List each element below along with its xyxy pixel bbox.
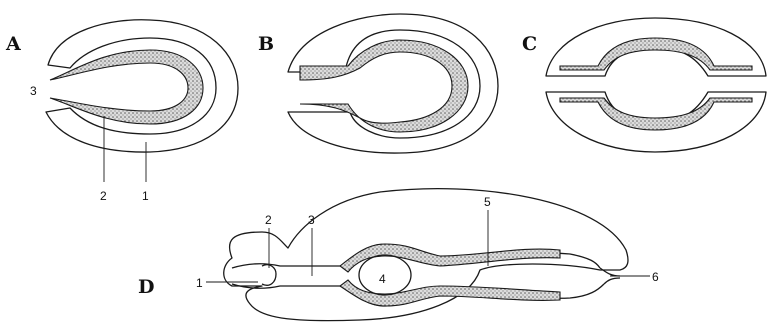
panel-d-label-3: 3 bbox=[308, 213, 315, 227]
panel-d-label-1: 1 bbox=[196, 276, 203, 290]
panel-d-label-5: 5 bbox=[484, 195, 491, 209]
panel-a: A 2 1 3 bbox=[5, 20, 238, 203]
panel-b-inner-coat bbox=[300, 40, 468, 132]
panel-a-inner-coat bbox=[50, 50, 203, 124]
panel-a-label-1: 1 bbox=[142, 189, 149, 203]
panel-d-upper-epithelium bbox=[340, 244, 560, 272]
panel-d-label-2: 2 bbox=[265, 213, 272, 227]
panel-d-letter: D bbox=[138, 276, 154, 298]
panel-d: D 1 2 3 4 5 6 bbox=[138, 189, 659, 321]
panel-c: C bbox=[522, 18, 766, 152]
panel-b: B bbox=[258, 14, 498, 153]
panel-c-lower-inner bbox=[560, 98, 752, 130]
panel-a-letter: A bbox=[5, 33, 21, 55]
panel-c-letter: C bbox=[522, 33, 537, 55]
panel-d-label-4: 4 bbox=[379, 272, 386, 286]
panel-a-label-2: 2 bbox=[100, 189, 107, 203]
panel-c-upper-inner bbox=[560, 38, 752, 70]
panel-b-letter: B bbox=[258, 33, 274, 55]
panel-a-label-3: 3 bbox=[30, 84, 37, 98]
panel-a-outer-coat bbox=[46, 20, 238, 152]
panel-d-label-6: 6 bbox=[652, 270, 659, 284]
